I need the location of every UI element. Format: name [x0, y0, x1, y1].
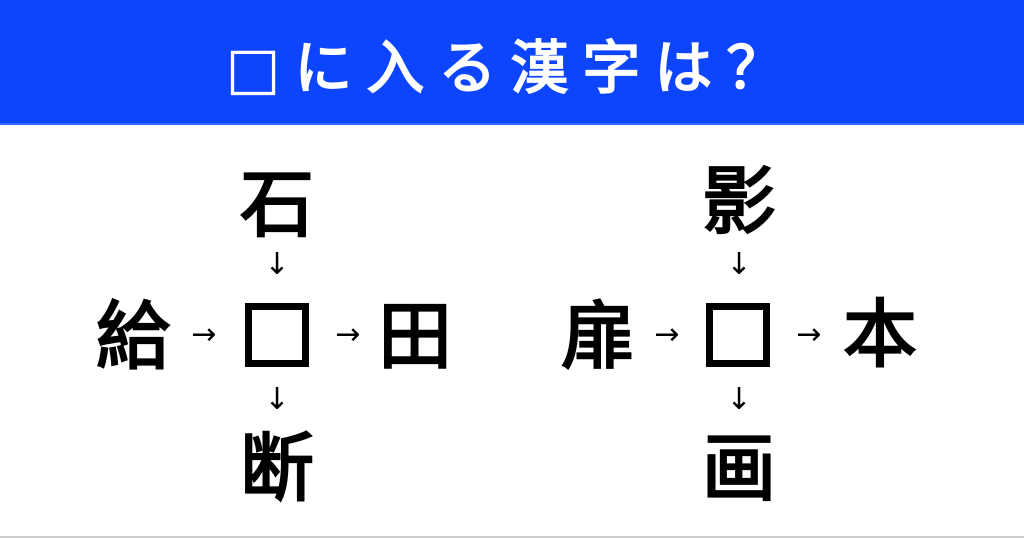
right-arrow-icon: →: [335, 317, 361, 352]
puzzle-2-top-kanji: 影: [702, 159, 776, 245]
puzzle-1-bottom-kanji: 断: [240, 426, 314, 512]
down-arrow-icon: ↓: [264, 247, 290, 282]
puzzle-2-bottom-kanji: 画: [702, 426, 776, 512]
right-arrow-icon: →: [191, 317, 217, 352]
puzzle-1-top-kanji: 石: [240, 162, 314, 248]
puzzle-2-left-kanji: 扉: [561, 294, 635, 380]
down-arrow-icon: ↓: [726, 247, 752, 282]
puzzle-2-blank-box: [706, 303, 770, 367]
puzzle-1-left-kanji: 給: [96, 294, 170, 380]
title-banner: □に入る漢字は？: [0, 0, 1024, 125]
right-arrow-icon: →: [654, 317, 680, 352]
puzzle-2-right-kanji: 本: [843, 292, 917, 378]
right-arrow-icon: →: [796, 317, 822, 352]
down-arrow-icon: ↓: [264, 382, 290, 417]
page-title: □に入る漢字は？: [225, 33, 799, 102]
puzzle-1-blank-box: [245, 303, 309, 367]
puzzle-1-right-kanji: 田: [378, 294, 452, 380]
bottom-divider: [0, 536, 1024, 538]
down-arrow-icon: ↓: [726, 382, 752, 417]
